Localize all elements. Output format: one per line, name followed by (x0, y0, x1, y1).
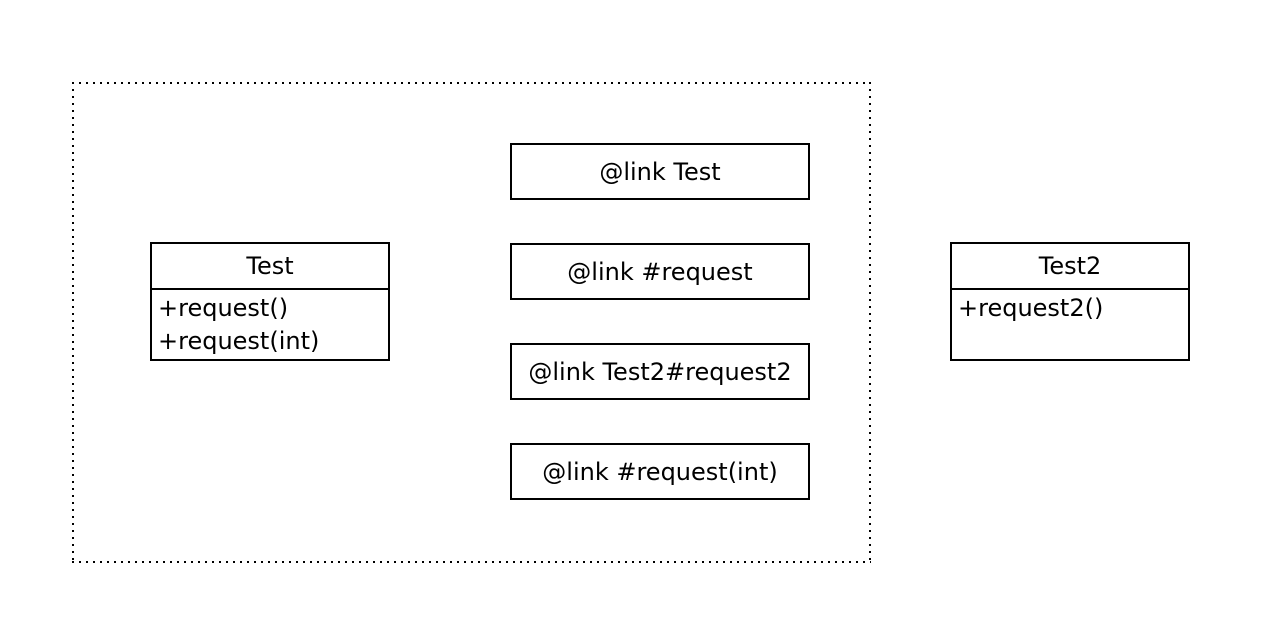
class-title-test2: Test2 (952, 244, 1188, 290)
link-box-test: @link Test (510, 143, 810, 200)
class-members-test: +request() +request(int) (152, 290, 388, 359)
class-box-test2: Test2 +request2() (950, 242, 1190, 361)
link-box-test2-request2: @link Test2#request2 (510, 343, 810, 400)
class-box-test: Test +request() +request(int) (150, 242, 390, 361)
class-title-test: Test (152, 244, 388, 290)
link-label-request-int: @link #request(int) (542, 457, 778, 486)
member-request-int: +request(int) (158, 327, 320, 355)
member-request2: +request2() (958, 294, 1104, 322)
link-box-request: @link #request (510, 243, 810, 300)
link-box-request-int: @link #request(int) (510, 443, 810, 500)
link-label-test: @link Test (599, 157, 721, 186)
link-label-request: @link #request (567, 257, 753, 286)
link-label-test2-request2: @link Test2#request2 (528, 357, 792, 386)
class-members-test2: +request2() (952, 290, 1188, 359)
member-request: +request() (158, 294, 289, 322)
